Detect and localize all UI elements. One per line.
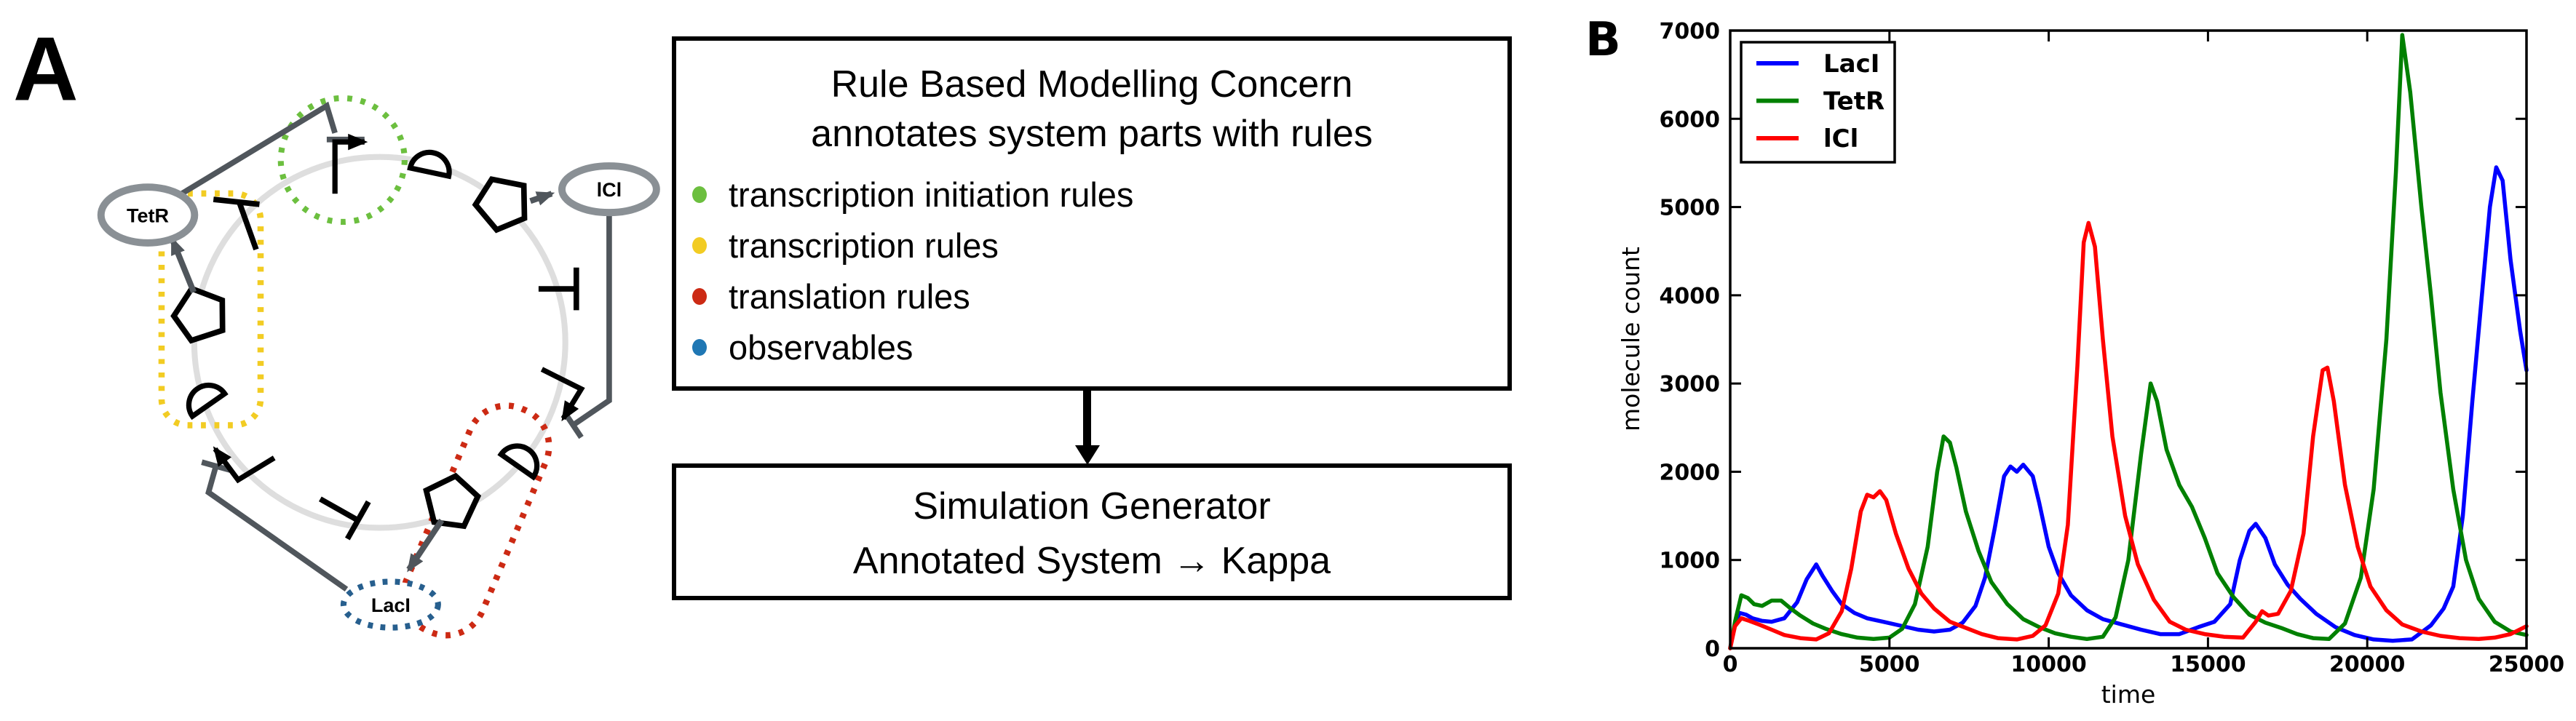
y-tick-label: 4000 — [1660, 284, 1721, 309]
chart-layer: 0 5000 10000 15000 20000 25000 0 1000 2000 3000 40… — [1660, 19, 2565, 677]
tbar-icon-near-laci — [318, 496, 371, 541]
flow-arrowhead-icon — [1075, 445, 1100, 465]
rule-bullet-list: transcription initiation rules transcrip… — [676, 169, 1507, 373]
generator-line1: Simulation Generator — [913, 485, 1271, 527]
production-arrow-to-lcl — [529, 191, 555, 206]
y-tick-label: 5000 — [1660, 196, 1721, 221]
bullet-translation-rules: translation rules — [676, 271, 1507, 322]
y-tick-label: 0 — [1705, 637, 1720, 662]
legend-label-TetR: TetR — [1823, 87, 1885, 116]
generator-box: Simulation Generator Annotated System → … — [672, 463, 1512, 600]
series-line-TetR — [1728, 33, 2529, 650]
bullet-transcription-initiation-rules: transcription initiation rules — [676, 169, 1507, 220]
flow-arrow-icon — [1083, 391, 1091, 446]
laci-repression-link — [201, 459, 349, 591]
production-arrow-to-laci — [406, 518, 445, 573]
series-line-lCl — [1728, 220, 2529, 650]
generator-line2: Annotated System → Kappa — [852, 540, 1331, 582]
translation-rules-region — [400, 402, 552, 639]
svg-text:LacI: LacI — [371, 594, 411, 616]
y-tick-label: 7000 — [1660, 19, 1721, 44]
transcription-initiation-region — [277, 95, 408, 226]
x-tick-label: 20000 — [2329, 652, 2405, 677]
series-line-LacI — [1728, 165, 2529, 650]
bullet-label: observables — [729, 327, 914, 367]
protein-icon-left — [170, 284, 226, 344]
red-bullet-icon — [692, 287, 707, 305]
transcription-rules-region — [158, 190, 264, 429]
laci-node: LacI — [340, 578, 441, 631]
promoter-icon-bottom-left — [213, 446, 276, 484]
concern-box: Rule Based Modelling Concern annotates s… — [672, 36, 1512, 391]
tbar-icon-near-lcl — [538, 267, 579, 311]
x-tick-label: 10000 — [2010, 652, 2086, 677]
axes-frame — [1729, 29, 2528, 650]
mrna-icon-left — [186, 382, 229, 421]
panel-b-chart: B 0 5000 10000 15000 20000 25000 0 1000 2000 3000… — [1585, 13, 2565, 709]
protein-icon-bottom — [423, 472, 482, 530]
promoter-icon-top — [332, 133, 368, 194]
concern-box-title: Rule Based Modelling Concern annotates s… — [676, 60, 1507, 159]
yellow-bullet-icon — [692, 236, 707, 254]
bullet-label: transcription initiation rules — [729, 175, 1134, 214]
production-arrow-to-tetr — [170, 236, 197, 294]
x-tick-label: 25000 — [2489, 652, 2564, 677]
concern-title-line2: annotates system parts with rules — [811, 113, 1373, 155]
lcl-node: lCl — [558, 162, 660, 217]
tbar-icon-near-tetr — [213, 196, 260, 251]
x-tick-label: 0 — [1723, 652, 1738, 677]
promoter-icon-bottom-right — [540, 367, 585, 422]
y-axis-label: molecule count — [1617, 247, 1645, 431]
x-tick-label: 5000 — [1859, 652, 1920, 677]
svg-text:TetR: TetR — [127, 205, 169, 227]
bullet-observables: observables — [676, 322, 1507, 373]
y-tick-label: 2000 — [1660, 460, 1721, 485]
y-tick-label: 6000 — [1660, 107, 1721, 132]
y-tick-label: 1000 — [1660, 549, 1721, 574]
bullet-label: translation rules — [729, 276, 970, 316]
protein-icon-right — [472, 176, 528, 234]
bullet-label: transcription rules — [729, 226, 999, 265]
y-tick-label: 3000 — [1660, 372, 1721, 397]
concern-title-line1: Rule Based Modelling Concern — [831, 63, 1353, 105]
svg-text:lCl: lCl — [597, 179, 622, 201]
legend-label-LacI: LacI — [1823, 49, 1879, 79]
green-bullet-icon — [692, 186, 707, 203]
x-axis-label: time — [2101, 680, 2156, 709]
x-tick-label: 15000 — [2170, 652, 2246, 677]
tetr-node: TetR — [97, 183, 199, 247]
legend-label-lCl: lCl — [1823, 124, 1858, 154]
panel-b-letter: B — [1585, 13, 1621, 67]
bullet-transcription-rules: transcription rules — [676, 220, 1507, 271]
panel-a-diagram: A — [13, 20, 660, 639]
blue-bullet-icon — [692, 338, 707, 356]
mrna-icon-top — [407, 149, 452, 180]
mrna-icon-bottom — [497, 443, 540, 481]
panel-a-letter: A — [13, 20, 79, 120]
